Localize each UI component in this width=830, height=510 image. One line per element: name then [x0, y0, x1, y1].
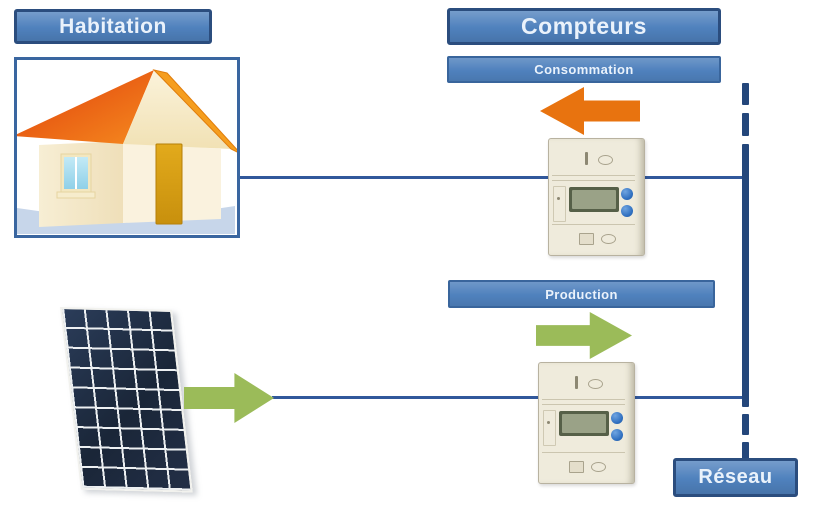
meter-groove	[542, 399, 625, 400]
house-roof-left	[17, 70, 154, 144]
reseau-label-text: Réseau	[698, 466, 773, 488]
meter-bottom-slot	[569, 461, 585, 473]
meter-top-slot	[575, 376, 579, 389]
meter-lcd-display	[569, 187, 619, 212]
arrow-left-icon	[540, 87, 640, 135]
house-icon	[17, 69, 237, 234]
consommation-bar-text: Consommation	[534, 62, 634, 77]
meter-button	[621, 205, 633, 217]
grid-bus-dash	[742, 442, 749, 459]
arrow-right-icon	[536, 312, 632, 359]
production-bar-text: Production	[545, 286, 618, 302]
grid-bus-dash	[742, 414, 749, 435]
production-line	[272, 396, 745, 399]
meter-button	[611, 412, 623, 424]
meter-groove	[552, 224, 635, 225]
meter-lcd-display	[559, 411, 609, 436]
house-window-sill	[56, 191, 96, 199]
consumption-line	[240, 176, 745, 179]
consommation-bar: Consommation	[447, 56, 721, 83]
production-bar: Production	[448, 280, 715, 308]
meter-button	[611, 429, 623, 441]
meter-top-oval	[598, 155, 614, 165]
meter-label-strip	[553, 186, 566, 222]
meter-groove	[552, 175, 635, 176]
grid-bus-dash	[742, 113, 749, 136]
meter-bottom-slot	[579, 233, 595, 245]
house-roof-right-trim	[152, 69, 237, 153]
meter-groove	[542, 404, 625, 405]
meter-top-oval	[588, 379, 604, 389]
house-ground	[17, 206, 235, 234]
house-door	[155, 143, 183, 225]
grid-bus-line	[742, 144, 749, 407]
meter-lcd-screen	[562, 414, 606, 433]
meter-top-slot	[585, 152, 589, 165]
compteurs-label-text: Compteurs	[521, 13, 647, 39]
meter-groove	[542, 452, 625, 453]
meter-bottom-oval	[591, 462, 607, 472]
solar-panel-icon	[60, 307, 193, 493]
house-gable	[123, 70, 231, 149]
meter-label-strip	[543, 410, 556, 446]
meter-button	[621, 188, 633, 200]
arrow-right-icon	[184, 373, 274, 423]
compteurs-label: Compteurs	[447, 8, 721, 45]
meter-bottom-oval	[601, 234, 617, 244]
grid-bus-dash	[742, 83, 749, 105]
electric-meter-icon	[538, 362, 635, 484]
reseau-label: Réseau	[673, 458, 798, 497]
habitation-label-text: Habitation	[59, 14, 167, 38]
habitation-label: Habitation	[14, 9, 212, 44]
meter-led	[557, 197, 560, 200]
meter-lcd-screen	[572, 190, 616, 209]
habitation-image-frame	[14, 57, 240, 238]
meter-led	[547, 421, 550, 424]
electric-meter-icon	[548, 138, 645, 256]
meter-groove	[552, 180, 635, 181]
